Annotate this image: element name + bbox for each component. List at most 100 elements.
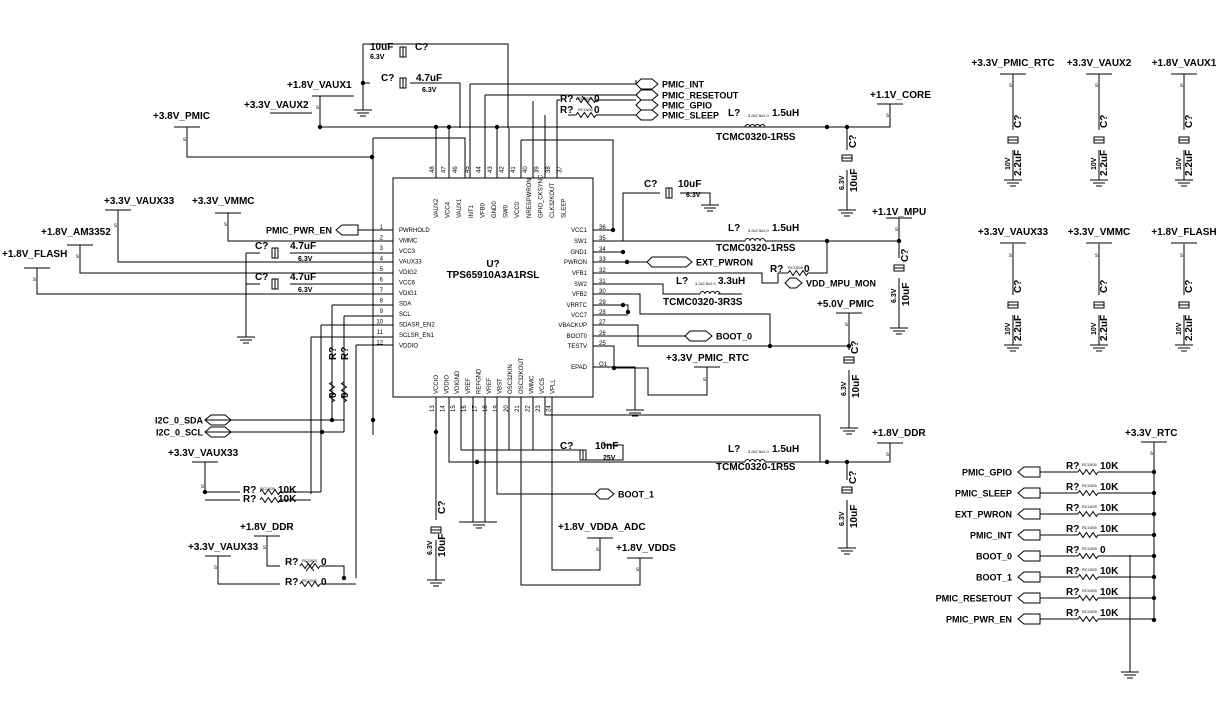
pin-name: BOOT0 (567, 334, 588, 340)
pin-name: VFB0 (480, 202, 486, 218)
inductor (699, 291, 721, 295)
c-vcc6-ref: C? (255, 272, 268, 283)
pin-number: 20 (504, 405, 510, 412)
pin-number: 35 (599, 236, 606, 242)
svg-text:s: s (1150, 451, 1153, 457)
r-top1-ref: R? (560, 94, 573, 105)
l-ddr-part: TCMC0320-1R5S (716, 462, 796, 473)
label-vaux2: +3.3V_VAUX2 (244, 100, 309, 111)
port-label: EXT_PWRON (696, 258, 753, 268)
pullup-res-value: 10K (1100, 566, 1119, 577)
pin-name: VBACKUP (558, 323, 587, 329)
pin-number: 42 (500, 166, 506, 173)
junction-dot (620, 249, 626, 255)
pin-number: 31 (599, 279, 606, 285)
r-top1-value: 0 (594, 94, 600, 105)
label-am3352: +1.8V_AM3352 (41, 227, 111, 238)
c-5v-value: 10uF (851, 375, 862, 398)
c-top-a-voltage: 6.3V (370, 54, 385, 61)
r-i2c1-ref: R? (328, 347, 339, 360)
label-pmic5: +5.0V_PMIC (817, 299, 874, 310)
c-vccio-voltage: 6.3V (427, 540, 434, 555)
decoupling-cap-value: 2.2uF (1099, 315, 1110, 341)
svg-text:3.2x2.5x2.0: 3.2x2.5x2.0 (748, 113, 769, 118)
decoupling-cap-voltage: 10V (1005, 322, 1012, 335)
pin-number: 2 (380, 236, 384, 242)
pin-name: VCC5 (540, 377, 546, 394)
c-core-value: 10uF (849, 169, 860, 192)
c-ddr-value: 10uF (849, 505, 860, 528)
junction-dot (446, 124, 452, 130)
r-i2c1-value: 0 (328, 392, 339, 398)
junction-dot (844, 124, 850, 130)
svg-text:RC1005: RC1005 (1082, 525, 1097, 530)
label-vdda-adc: +1.8V_VDDA_ADC (558, 522, 646, 533)
pullup-res-value: 10K (1100, 587, 1119, 598)
junction-dot (896, 238, 902, 244)
c-vcc3-voltage: 6.3V (298, 256, 313, 263)
decoupling-cap-voltage: 10V (1176, 322, 1183, 335)
pullup-res-value: 10K (1100, 608, 1119, 619)
pin-name: VMMC (399, 239, 418, 245)
l-sw2-part: TCMC0320-3R3S (663, 297, 743, 308)
pin-number: 26 (599, 331, 606, 337)
inductor (744, 124, 766, 128)
port-flag (594, 488, 615, 500)
pin-name: VFB1 (572, 271, 588, 277)
r-top2-ref: R? (560, 105, 573, 116)
pin-name: VDIG2 (399, 270, 418, 276)
svg-text:s: s (845, 322, 848, 328)
c-5v-voltage: 6.3V (841, 381, 848, 396)
junction-dot (611, 365, 617, 371)
resistor (1077, 615, 1099, 623)
r-pu2-value: 10K (278, 494, 297, 505)
port-symbols: PMIC_INTPMIC_RESETOUTPMIC_GPIOPMIC_SLEEP… (155, 78, 876, 500)
pin-number: 47 (442, 166, 448, 173)
pin-number: 15 (451, 405, 457, 412)
pullup-res-ref: R? (1066, 503, 1079, 514)
junction-dot (317, 124, 323, 130)
l-core-part: TCMC0320-1R5S (716, 132, 796, 143)
c-vbst-voltage: 25V (603, 455, 616, 462)
resistor (1077, 468, 1099, 476)
pin-name: SDA (399, 302, 411, 308)
r-pu1-value: 10K (278, 485, 297, 496)
pin-number: 40 (523, 166, 529, 173)
pullup-res-value: 10K (1100, 482, 1119, 493)
ground-symbols (237, 109, 1193, 679)
pin-number: 13 (430, 405, 436, 412)
label-core: +1.1V_CORE (870, 90, 931, 101)
svg-text:RC1005: RC1005 (578, 96, 593, 101)
svg-text:s: s (224, 222, 227, 228)
resistor (328, 381, 336, 403)
pullup-net-label: PMIC_SLEEP (955, 489, 1012, 499)
label-ddr-right: +1.8V_DDR (872, 428, 926, 439)
pullup-net-label: PMIC_INT (970, 531, 1013, 541)
pullup-res-ref: R? (1066, 566, 1079, 577)
c-core-voltage: 6.3V (839, 175, 846, 190)
pin-name: VAUX1 (457, 198, 463, 218)
junction-dots (202, 80, 1157, 623)
decoupling-cap-value: 2.2uF (1013, 315, 1024, 341)
pullup-res-ref: R? (1066, 545, 1079, 556)
port-flag (635, 109, 659, 121)
svg-text:RC1005: RC1005 (1082, 504, 1097, 509)
svg-text:RC1005: RC1005 (1082, 567, 1097, 572)
decoupling-rail-label: +3.3V_VAUX2 (1067, 58, 1132, 69)
pin-number: 48 (430, 166, 436, 173)
pin-number: 41 (511, 166, 517, 173)
svg-text:s: s (886, 452, 889, 458)
port-label: PMIC_PWR_EN (266, 226, 332, 236)
resistor (259, 488, 281, 496)
pin-number: Q1 (599, 362, 608, 368)
r-pu1-ref: R? (243, 485, 256, 496)
l-mpu-part: TCMC0320-1R5S (716, 243, 796, 254)
pin-number: 1 (380, 225, 384, 231)
pin-number: 21 (515, 405, 521, 412)
pin-name: VBST (498, 378, 504, 394)
decoupling-cap-ref: C? (1099, 280, 1110, 293)
junction-dot (494, 124, 500, 130)
svg-text:s: s (703, 377, 706, 383)
c-gnd1-voltage: 6.3V (686, 192, 701, 199)
pin-name: CLK32KOUT (550, 183, 556, 218)
